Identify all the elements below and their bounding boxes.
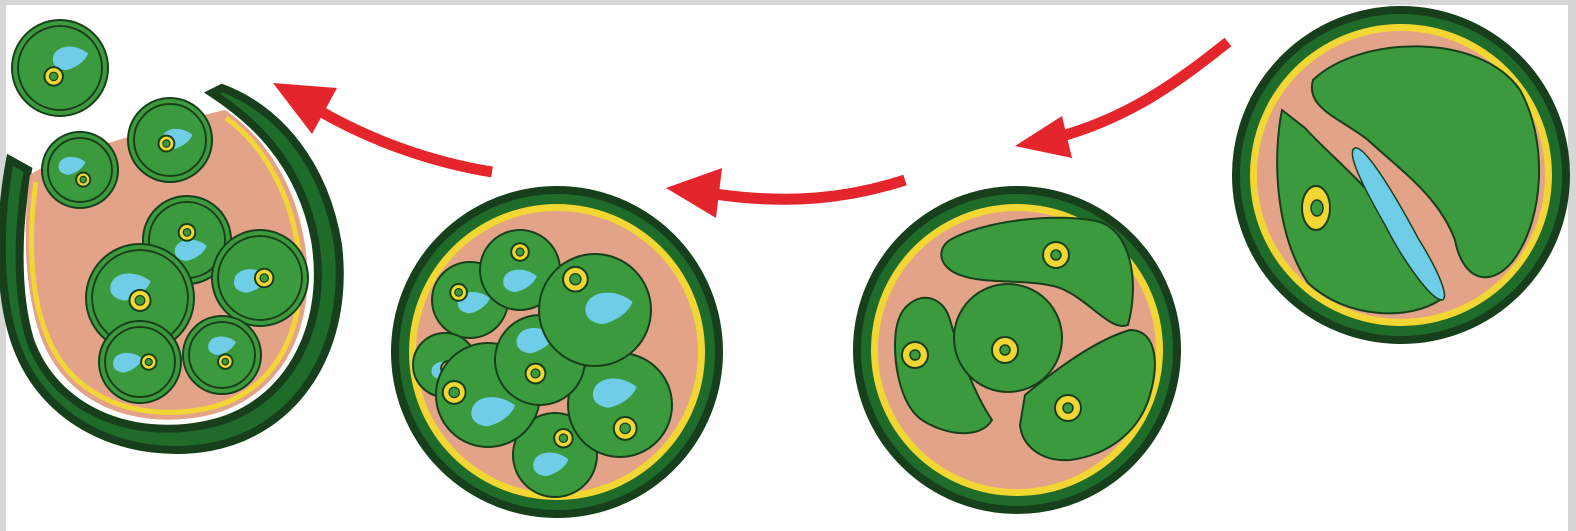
nucleolus	[516, 248, 524, 256]
nucleolus	[910, 350, 920, 360]
arrow-shaft	[1055, 42, 1228, 138]
daughter-cell	[539, 254, 651, 366]
stage-arrow	[1015, 42, 1228, 158]
stage-four-cell	[857, 190, 1177, 510]
daughter-cell	[183, 316, 261, 394]
arrow-head	[1015, 116, 1072, 158]
nucleolus	[559, 434, 567, 442]
nucleolus	[620, 423, 630, 433]
arrow-shaft	[715, 180, 905, 199]
stage-multi-cell	[395, 190, 719, 514]
arrow-head	[666, 168, 722, 218]
nucleolus	[50, 72, 58, 80]
nucleolus	[145, 359, 152, 366]
daughter-cell	[12, 20, 108, 116]
daughter-cell	[42, 132, 118, 208]
arrows	[273, 42, 1228, 218]
nucleolus	[570, 274, 581, 285]
daughter-cell	[99, 321, 181, 403]
nucleolus	[449, 387, 459, 397]
nucleolus	[1063, 403, 1073, 413]
nucleolus	[1051, 250, 1061, 260]
nucleolus	[1000, 345, 1010, 355]
daughter-cell	[128, 98, 212, 182]
nucleolus	[260, 274, 268, 282]
stage-arrow	[666, 168, 905, 218]
cell-body	[48, 138, 112, 202]
arrow-shaft	[318, 110, 492, 172]
daughter-cell	[212, 230, 308, 326]
nucleolus	[80, 176, 86, 182]
nucleolus	[531, 369, 540, 378]
stage-single-cell	[1236, 10, 1566, 340]
nucleolus	[1311, 200, 1323, 216]
nucleolus	[135, 296, 145, 306]
nucleolus	[163, 140, 170, 147]
nucleolus	[183, 229, 191, 237]
nucleolus	[222, 358, 229, 365]
nucleolus	[455, 289, 463, 297]
